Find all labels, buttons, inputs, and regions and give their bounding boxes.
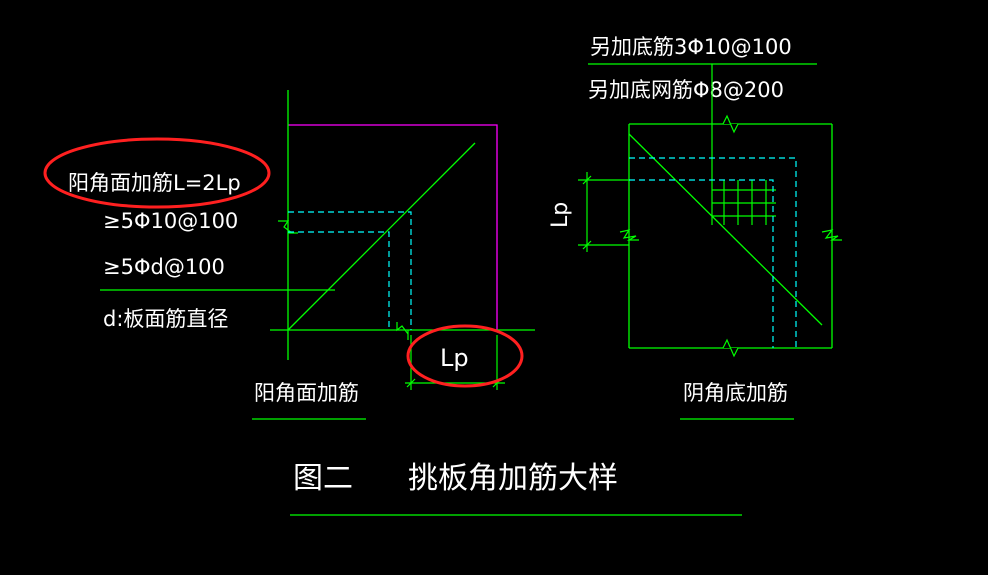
dimension-tick-left	[406, 378, 416, 388]
dashed-rebar-group	[288, 211, 412, 330]
dashed-rebar-outer	[288, 211, 412, 330]
right-label-2: 另加底网筋Φ8@200	[588, 78, 784, 102]
figure-number: 图二	[293, 461, 353, 496]
right-caption: 阴角底加筋	[683, 381, 788, 405]
diagonal-bar	[287, 142, 476, 331]
left-detail: Lp 阳角面加筋L=2Lp ≥5Φ10@100 ≥5Φd@100 d:板面筋直径…	[43, 90, 535, 420]
break-mark-top	[722, 114, 739, 134]
break-mark-right-right	[821, 229, 842, 241]
right-dashed-rebar	[629, 157, 797, 348]
callout-note-text: d:板面筋直径	[103, 307, 228, 331]
callout-bars-1-text: ≥5Φ10@100	[103, 209, 238, 233]
slab-edge-outline	[288, 124, 498, 330]
break-mark-bottom	[396, 322, 409, 340]
right-dashed-inner	[629, 179, 774, 348]
right-dimension-label-lp: Lp	[548, 202, 573, 228]
corner-mesh	[712, 180, 776, 225]
dashed-rebar-inner	[288, 231, 390, 330]
figure-title: 挑板角加筋大样	[408, 461, 618, 496]
dimension-label-lp: Lp	[440, 344, 469, 372]
highlight-circle-callout	[43, 137, 271, 209]
callout-bars-2-text: ≥5Φd@100	[103, 255, 225, 279]
right-dim-tick-bottom	[582, 240, 592, 250]
callout-length-text: 阳角面加筋L=2Lp	[68, 171, 241, 195]
figure-title-block: 图二 挑板角加筋大样	[290, 461, 742, 516]
right-detail: 另加底筋3Φ10@100 另加底网筋Φ8@200	[548, 35, 842, 420]
right-diagonal-bar	[628, 133, 823, 326]
right-label-1: 另加底筋3Φ10@100	[590, 35, 792, 59]
break-mark-bottom-right	[722, 338, 739, 358]
right-dim-tick-top	[582, 175, 592, 185]
break-mark-left	[278, 220, 298, 234]
break-mark-left-right	[619, 229, 639, 241]
left-caption: 阳角面加筋	[254, 381, 359, 405]
right-dashed-outer	[629, 157, 797, 348]
highlight-circle-lp	[406, 324, 524, 388]
